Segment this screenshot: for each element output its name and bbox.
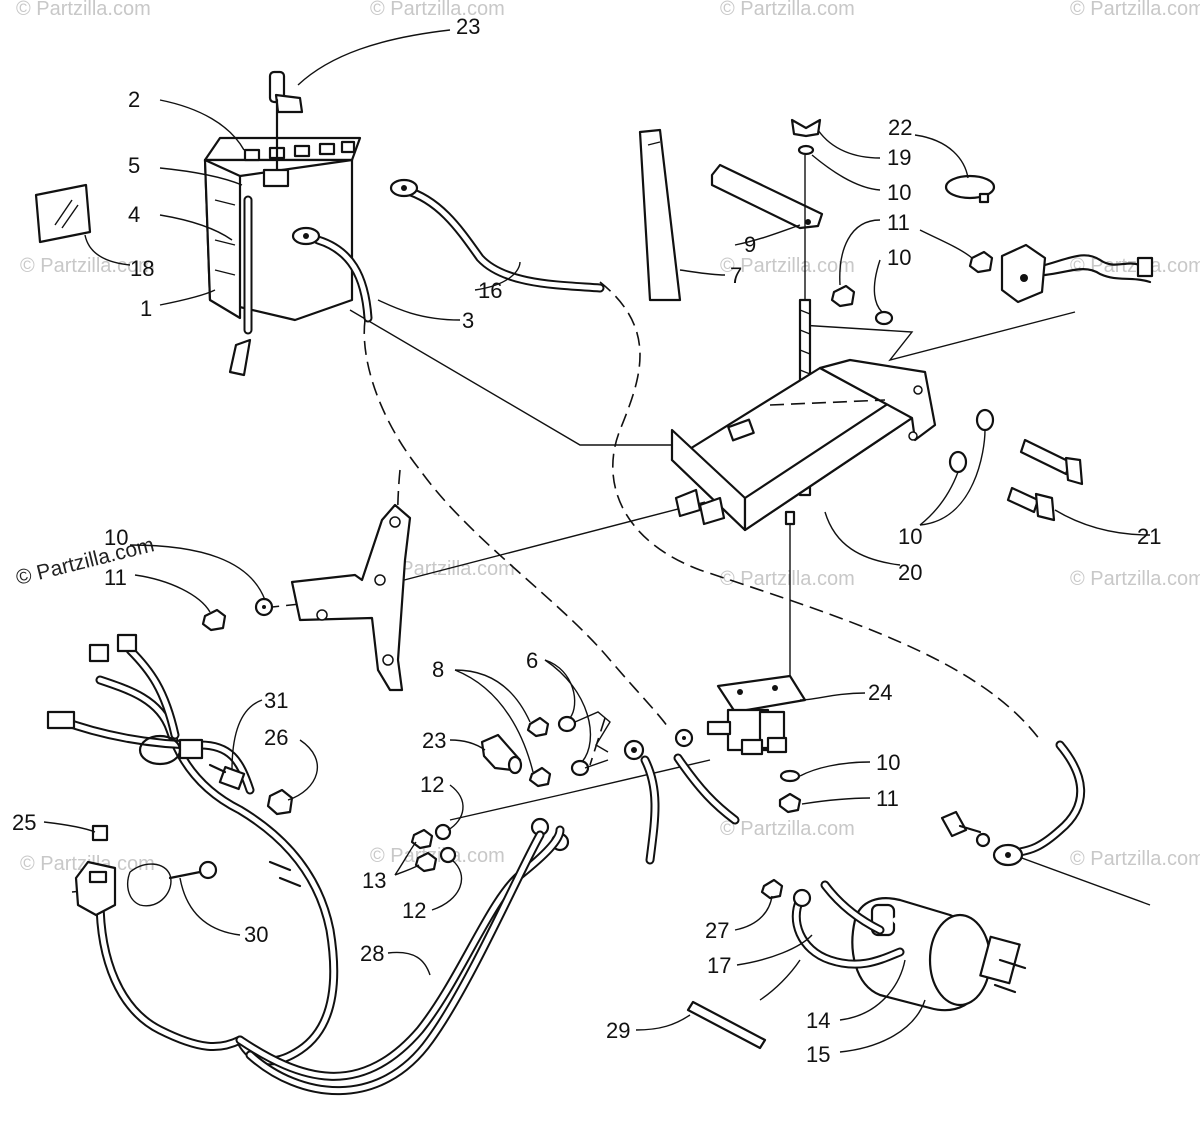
fasteners-top-right[interactable]: [830, 250, 994, 326]
callout-24: 24: [868, 680, 892, 705]
small-nuts[interactable]: [410, 823, 457, 873]
callout-3: 3: [462, 308, 474, 333]
watermark: © Partzilla.com: [720, 818, 855, 840]
wing-nut[interactable]: [790, 118, 822, 138]
watermark: © Partzilla.com: [370, 0, 505, 20]
callout-13: 13: [362, 868, 386, 893]
callout-28: 28: [360, 941, 384, 966]
callout-21: 21: [1137, 524, 1161, 549]
harness-connector[interactable]: [74, 860, 218, 917]
mounting-bracket[interactable]: [201, 503, 412, 692]
mounting-bolts[interactable]: [948, 408, 1084, 522]
callout-19: 19: [887, 145, 911, 170]
callout-17: 17: [707, 953, 731, 978]
callout-9: 9: [744, 232, 756, 257]
watermark: © Partzilla.com: [1070, 568, 1200, 590]
callout-29: 29: [606, 1018, 630, 1043]
callout-10: 10: [887, 245, 911, 270]
callout-11: 11: [876, 786, 899, 811]
callout-14: 14: [806, 1008, 830, 1033]
callout-10: 10: [887, 180, 911, 205]
watermark: © Partzilla.com: [720, 0, 855, 20]
callout-6: 6: [526, 648, 538, 673]
callout-27: 27: [705, 918, 729, 943]
callout-12: 12: [420, 772, 444, 797]
hose-clamp[interactable]: [944, 174, 996, 204]
cable-tie[interactable]: [686, 1000, 767, 1050]
callout-8: 8: [432, 657, 444, 682]
callout-31: 31: [264, 688, 288, 713]
watermark-dark: © Partzilla.com: [14, 533, 157, 590]
watermark: © Partzilla.com: [1070, 848, 1200, 870]
callout-7: 7: [730, 263, 742, 288]
callout-12: 12: [402, 898, 426, 923]
washer-top[interactable]: [797, 144, 815, 156]
terminal-cap-solenoid[interactable]: [480, 733, 523, 775]
switch-with-nut[interactable]: [208, 763, 294, 816]
callout-11: 11: [887, 210, 910, 235]
callout-18: 18: [130, 256, 154, 281]
starter-motor[interactable]: [760, 878, 1027, 1012]
watermark-top-right: © Partzilla.com: [1070, 0, 1200, 20]
callout-10: 10: [898, 524, 922, 549]
callout-4: 4: [128, 202, 140, 227]
callout-2: 2: [128, 87, 140, 112]
washer[interactable]: [779, 769, 801, 783]
ground-cable[interactable]: [940, 740, 1086, 867]
callout-10: 10: [876, 750, 900, 775]
callout-23: 23: [456, 14, 480, 39]
battery-box[interactable]: [670, 358, 937, 532]
callout-23: 23: [422, 728, 446, 753]
terminal-cap[interactable]: [262, 70, 304, 188]
watermark: © Partzilla.com: [720, 568, 855, 590]
watermark-top-left: © Partzilla.com: [16, 0, 151, 20]
battery-strap[interactable]: [638, 128, 682, 302]
battery[interactable]: [203, 136, 362, 377]
callout-20: 20: [898, 560, 922, 585]
negative-cable[interactable]: [291, 226, 373, 323]
callout-25: 25: [12, 810, 36, 835]
callout-16: 16: [478, 278, 502, 303]
callout-15: 15: [806, 1042, 830, 1067]
callout-labels: 23 2 5 4 18 1 16 3 7 9 19 10 22 11 10 10…: [12, 14, 1161, 1067]
callout-11: 11: [104, 565, 127, 590]
solenoid-cables[interactable]: [530, 753, 740, 865]
fuse[interactable]: [91, 824, 109, 842]
starter-solenoid[interactable]: [674, 674, 807, 756]
circuit-breaker[interactable]: [1000, 243, 1154, 304]
terminal-fasteners[interactable]: [526, 711, 645, 788]
callout-1: 1: [140, 296, 152, 321]
callout-26: 26: [264, 725, 288, 750]
callout-10: 10: [104, 525, 128, 550]
watermark: © Partzilla.com: [20, 255, 155, 277]
callout-22: 22: [888, 115, 912, 140]
hold-down-bracket[interactable]: [710, 163, 824, 230]
watermark: © Partzilla.com: [370, 845, 505, 867]
nut[interactable]: [778, 792, 802, 814]
leader-lines: [43, 29, 1151, 1053]
watermark: © Partzilla.com: [1070, 255, 1200, 277]
watermark: © Partzilla.com: [720, 255, 855, 277]
wiring-harness[interactable]: [46, 633, 565, 1096]
callout-5: 5: [128, 153, 140, 178]
assembly-lines: [71, 309, 1151, 906]
callout-30: 30: [244, 922, 268, 947]
positive-cable[interactable]: [389, 178, 605, 293]
warning-label[interactable]: [34, 183, 92, 244]
